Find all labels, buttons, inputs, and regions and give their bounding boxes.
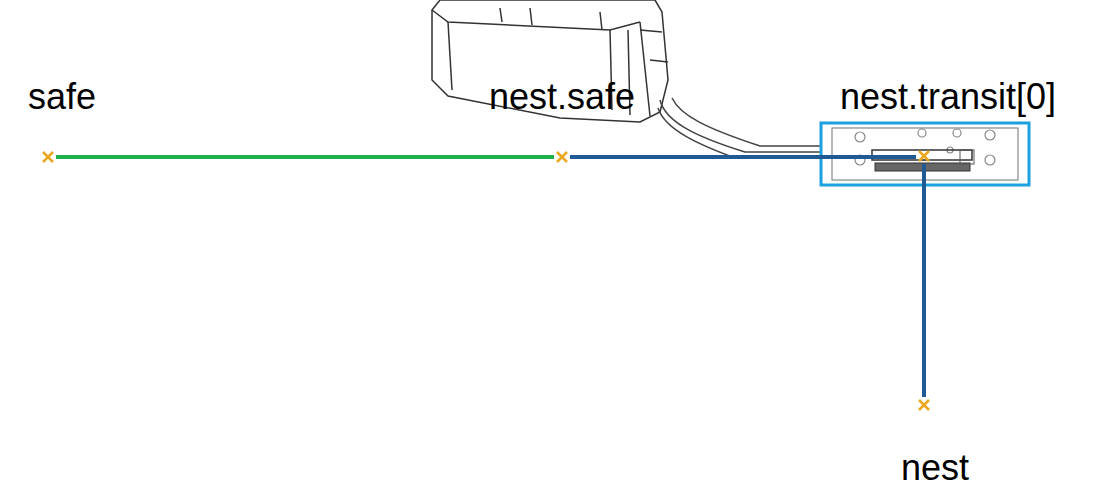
waypoint-node: [40, 149, 56, 165]
gripper-body: [432, 0, 668, 122]
waypoint-node: [554, 149, 570, 165]
waypoint-label: nest.safe: [489, 76, 635, 117]
marker-stroke: [557, 152, 567, 162]
path-segment: [56, 155, 554, 159]
marker-stroke: [919, 400, 929, 410]
waypoint-node: [916, 148, 932, 164]
path-segment: [570, 155, 916, 159]
marker-stroke: [919, 400, 929, 410]
waypoint-label: safe: [28, 76, 96, 117]
marker-stroke: [43, 152, 53, 162]
marker-stroke: [919, 151, 929, 161]
waypoint-marker: [916, 397, 932, 413]
waypoint-marker: [554, 149, 570, 165]
waypoint-label: nest.transit[0]: [840, 76, 1056, 117]
marker-stroke: [919, 151, 929, 161]
waypoint-marker: [40, 149, 56, 165]
waypoint-node: [916, 397, 932, 413]
path-segment: [922, 164, 926, 397]
marker-stroke: [43, 152, 53, 162]
waypoint-marker: [916, 148, 932, 164]
marker-stroke: [557, 152, 567, 162]
waypoint-label: nest: [901, 447, 969, 488]
